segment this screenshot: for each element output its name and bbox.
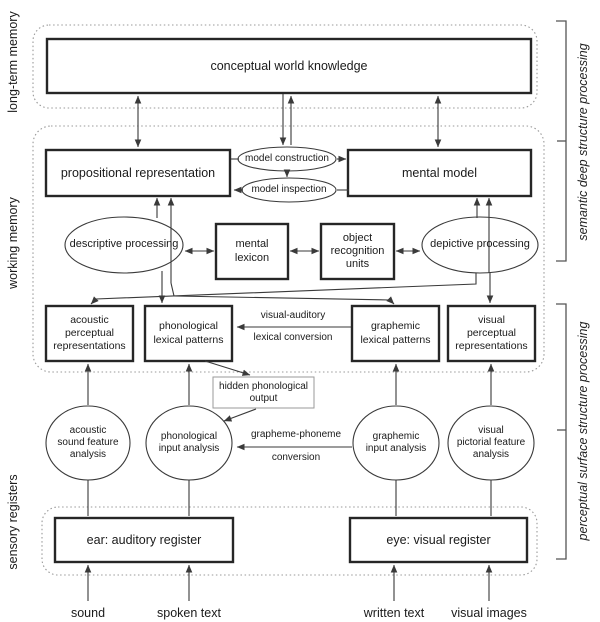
label-sensory-registers: sensory registers [5,474,20,570]
label-acoustic-perceptual-representations: acoustic perceptual representations [53,313,126,353]
box-object-recognition-units [319,222,396,281]
label-visual-auditory-conversion-line1: visual-auditory [260,310,326,321]
region-working-memory [32,125,545,373]
label-model-inspection: model inspection [251,184,327,195]
label-perceptual-surface-structure-processing: perceptual surface structure processing [575,321,590,541]
label-propositional-representation: propositional representation [60,165,216,180]
ellipse-depictive-processing [421,216,539,274]
label-model-construction: model construction [245,153,329,164]
arrow-descriptive-to-graphemic [170,282,395,305]
box-propositional-representation [44,148,232,198]
ellipse-descriptive-processing [64,216,184,274]
label-hidden-phonological-output: hidden phonological output [219,380,308,404]
label-phonological-lexical-patterns: phonological lexical patterns [153,320,224,346]
box-graphemic-lexical-patterns [350,304,441,363]
box-acoustic-perceptual-representations [44,304,135,363]
label-mental-model: mental model [401,165,478,180]
box-ear-auditory-register [53,516,235,564]
label-visual-pictorial-feature-analysis: visual pictorial feature analysis [456,425,526,460]
label-graphemic-lexical-patterns: graphemic lexical patterns [360,320,431,346]
side-brackets [556,20,567,560]
label-input-written-text: written text [363,605,425,620]
label-object-recognition-units: object recognition units [330,231,385,271]
dotted-regions [32,24,545,576]
label-ear-auditory-register: ear: auditory register [86,532,202,547]
label-mental-lexicon: mental lexicon [234,238,270,264]
label-phonological-input-analysis: phonological input analysis [158,431,220,454]
label-visual-perceptual-representations: visual perceptual representations [455,313,528,353]
box-hidden-phonological-output [212,376,315,409]
bracket-perceptual-surface [556,303,567,560]
box-visual-perceptual-representations [446,304,537,363]
label-semantic-deep-structure-processing: semantic deep structure processing [575,43,590,241]
region-sensory-registers [41,506,538,576]
diagram-boxes [44,37,537,564]
label-descriptive-processing: descriptive processing [69,238,179,251]
label-input-sound: sound [70,605,106,620]
box-phonological-lexical-patterns [143,304,234,363]
label-graphemic-input-analysis: graphemic input analysis [365,431,427,454]
box-conceptual-world-knowledge [45,37,533,95]
label-eye-visual-register: eye: visual register [386,532,491,547]
label-input-visual-images: visual images [451,605,527,620]
arrow-phonological-to-hidden-output [204,360,251,376]
label-input-spoken-text: spoken text [157,605,221,620]
label-acoustic-sound-feature-analysis: acoustic sound feature analysis [57,425,119,460]
label-grapheme-phoneme-conversion-line1: grapheme-phoneme [250,429,342,440]
arrow-depictive-to-acoustic [90,273,477,305]
arrow-hidden-output-to-pia [223,408,257,422]
arrows [84,94,495,601]
label-depictive-processing: depictive processing [430,238,530,251]
box-eye-visual-register [348,516,529,564]
label-working-memory: working memory [5,197,20,289]
label-long-term-memory: long-term memory [5,11,20,113]
box-mental-lexicon [214,222,290,281]
label-visual-auditory-conversion-line2: lexical conversion [253,332,333,343]
box-mental-model [346,148,533,198]
label-grapheme-phoneme-conversion-line2: conversion [271,452,321,463]
label-conceptual-world-knowledge: conceptual world knowledge [210,58,368,73]
region-long-term-memory [32,24,538,109]
